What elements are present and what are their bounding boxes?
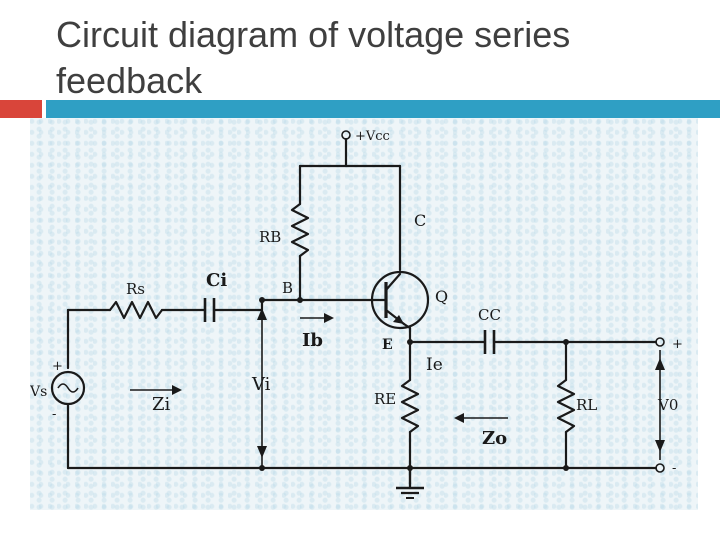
minus-out-label: -	[672, 461, 676, 476]
emitter-label: E	[382, 337, 393, 353]
accent-bar-red	[0, 100, 42, 118]
minus-in-label: -	[52, 407, 56, 422]
slide-title: Circuit diagram of voltage series feedba…	[56, 12, 696, 104]
zi-arrow	[130, 385, 182, 395]
vs-source	[50, 370, 86, 470]
vs-label: Vs	[30, 384, 47, 400]
ie-label: Ie	[426, 355, 443, 375]
zo-label: Zo	[482, 428, 507, 449]
rs-label: Rs	[126, 280, 145, 298]
cc-label: CC	[478, 306, 501, 324]
vo-arrow	[655, 350, 665, 460]
vi-label: Vi	[251, 374, 271, 395]
vcc-terminal	[341, 130, 351, 168]
cc-capacitor	[483, 330, 658, 354]
ground-rail	[66, 297, 658, 471]
rb-resistor	[290, 164, 310, 302]
ci-capacitor	[203, 298, 264, 322]
ground-icon	[396, 466, 424, 499]
vo-label: V0	[657, 396, 678, 414]
plus-in-label: +	[52, 359, 63, 374]
emitter-wire	[408, 326, 487, 382]
ib-arrow	[300, 313, 334, 323]
rl-label: RL	[576, 396, 597, 414]
accent-bar-blue	[46, 100, 720, 118]
zi-label: Zi	[152, 394, 171, 415]
zo-arrow	[454, 413, 508, 423]
re-label: RE	[374, 390, 396, 408]
rb-label: RB	[259, 228, 281, 246]
vcc-label: +Vcc	[355, 129, 390, 144]
input-wire	[66, 308, 112, 370]
plus-out-label: +	[672, 337, 683, 352]
base-label: B	[282, 279, 293, 297]
rl-resistor	[556, 340, 576, 470]
ci-label: Ci	[206, 270, 227, 291]
circuit-diagram: +Vcc C RB B Q Rs Ci CC E Ib Ie RE RL Vs …	[30, 118, 698, 510]
transistor-label: Q	[435, 287, 448, 306]
vi-arrow	[257, 300, 267, 468]
collector-label: C	[414, 211, 426, 230]
ib-label: Ib	[302, 330, 323, 351]
title-line-1: Circuit diagram of voltage series	[56, 14, 571, 55]
title-line-2: feedback	[56, 60, 203, 101]
rs-resistor	[108, 300, 207, 320]
circuit-svg: +Vcc C RB B Q Rs Ci CC E Ib Ie RE RL Vs …	[30, 129, 683, 499]
